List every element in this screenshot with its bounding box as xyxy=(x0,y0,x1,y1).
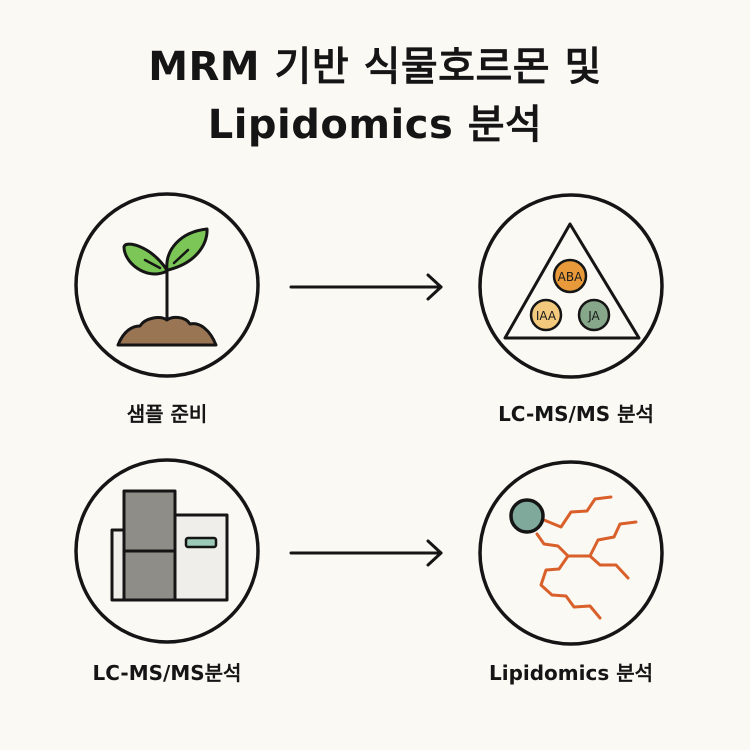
arrow-right-icon xyxy=(289,273,443,301)
page-title: MRM 기반 식물호르몬 및 Lipidomics 분석 xyxy=(0,38,750,154)
lipid-chain-5 xyxy=(539,554,602,620)
ja-circle xyxy=(577,298,611,332)
label-lcmsms-hormone: LC-MS/MS 분석 xyxy=(498,402,654,426)
node-lcmsms-hormone: ABA IAA JA xyxy=(478,193,664,379)
ja-label: JA xyxy=(587,309,600,323)
seedling-icon xyxy=(116,227,218,347)
lipid-molecule-icon xyxy=(509,495,638,620)
node-circle xyxy=(74,458,260,644)
label-sample-prep: 샘플 준비 xyxy=(126,402,208,426)
iaa-label: IAA xyxy=(536,309,557,323)
lipid-chain-4 xyxy=(588,554,630,580)
title-line-2: Lipidomics 분석 xyxy=(207,102,543,148)
lipid-chain-3 xyxy=(588,520,638,558)
hormone-triangle-icon: ABA IAA JA xyxy=(503,222,641,340)
node-circle xyxy=(74,192,260,378)
lc-ms-instrument-icon xyxy=(110,489,229,602)
node-circle xyxy=(478,193,664,379)
iaa-circle xyxy=(529,298,563,332)
aba-label: ABA xyxy=(558,270,583,284)
node-lipidomics xyxy=(478,460,664,646)
node-lcmsms-instrument xyxy=(74,458,260,644)
lipid-head xyxy=(509,498,545,534)
aba-circle xyxy=(552,258,588,294)
node-circle xyxy=(478,460,664,646)
lipid-chain-2 xyxy=(535,532,592,558)
label-lcmsms-instrument: LC-MS/MS분석 xyxy=(92,661,242,685)
node-sample-prep xyxy=(74,192,260,378)
title-line-1: MRM 기반 식물호르몬 및 xyxy=(148,44,602,90)
arrow-right-icon xyxy=(289,539,443,567)
display-slot xyxy=(184,536,218,549)
label-lipidomics: Lipidomics 분석 xyxy=(488,661,654,685)
lipid-chain-1 xyxy=(542,495,613,529)
